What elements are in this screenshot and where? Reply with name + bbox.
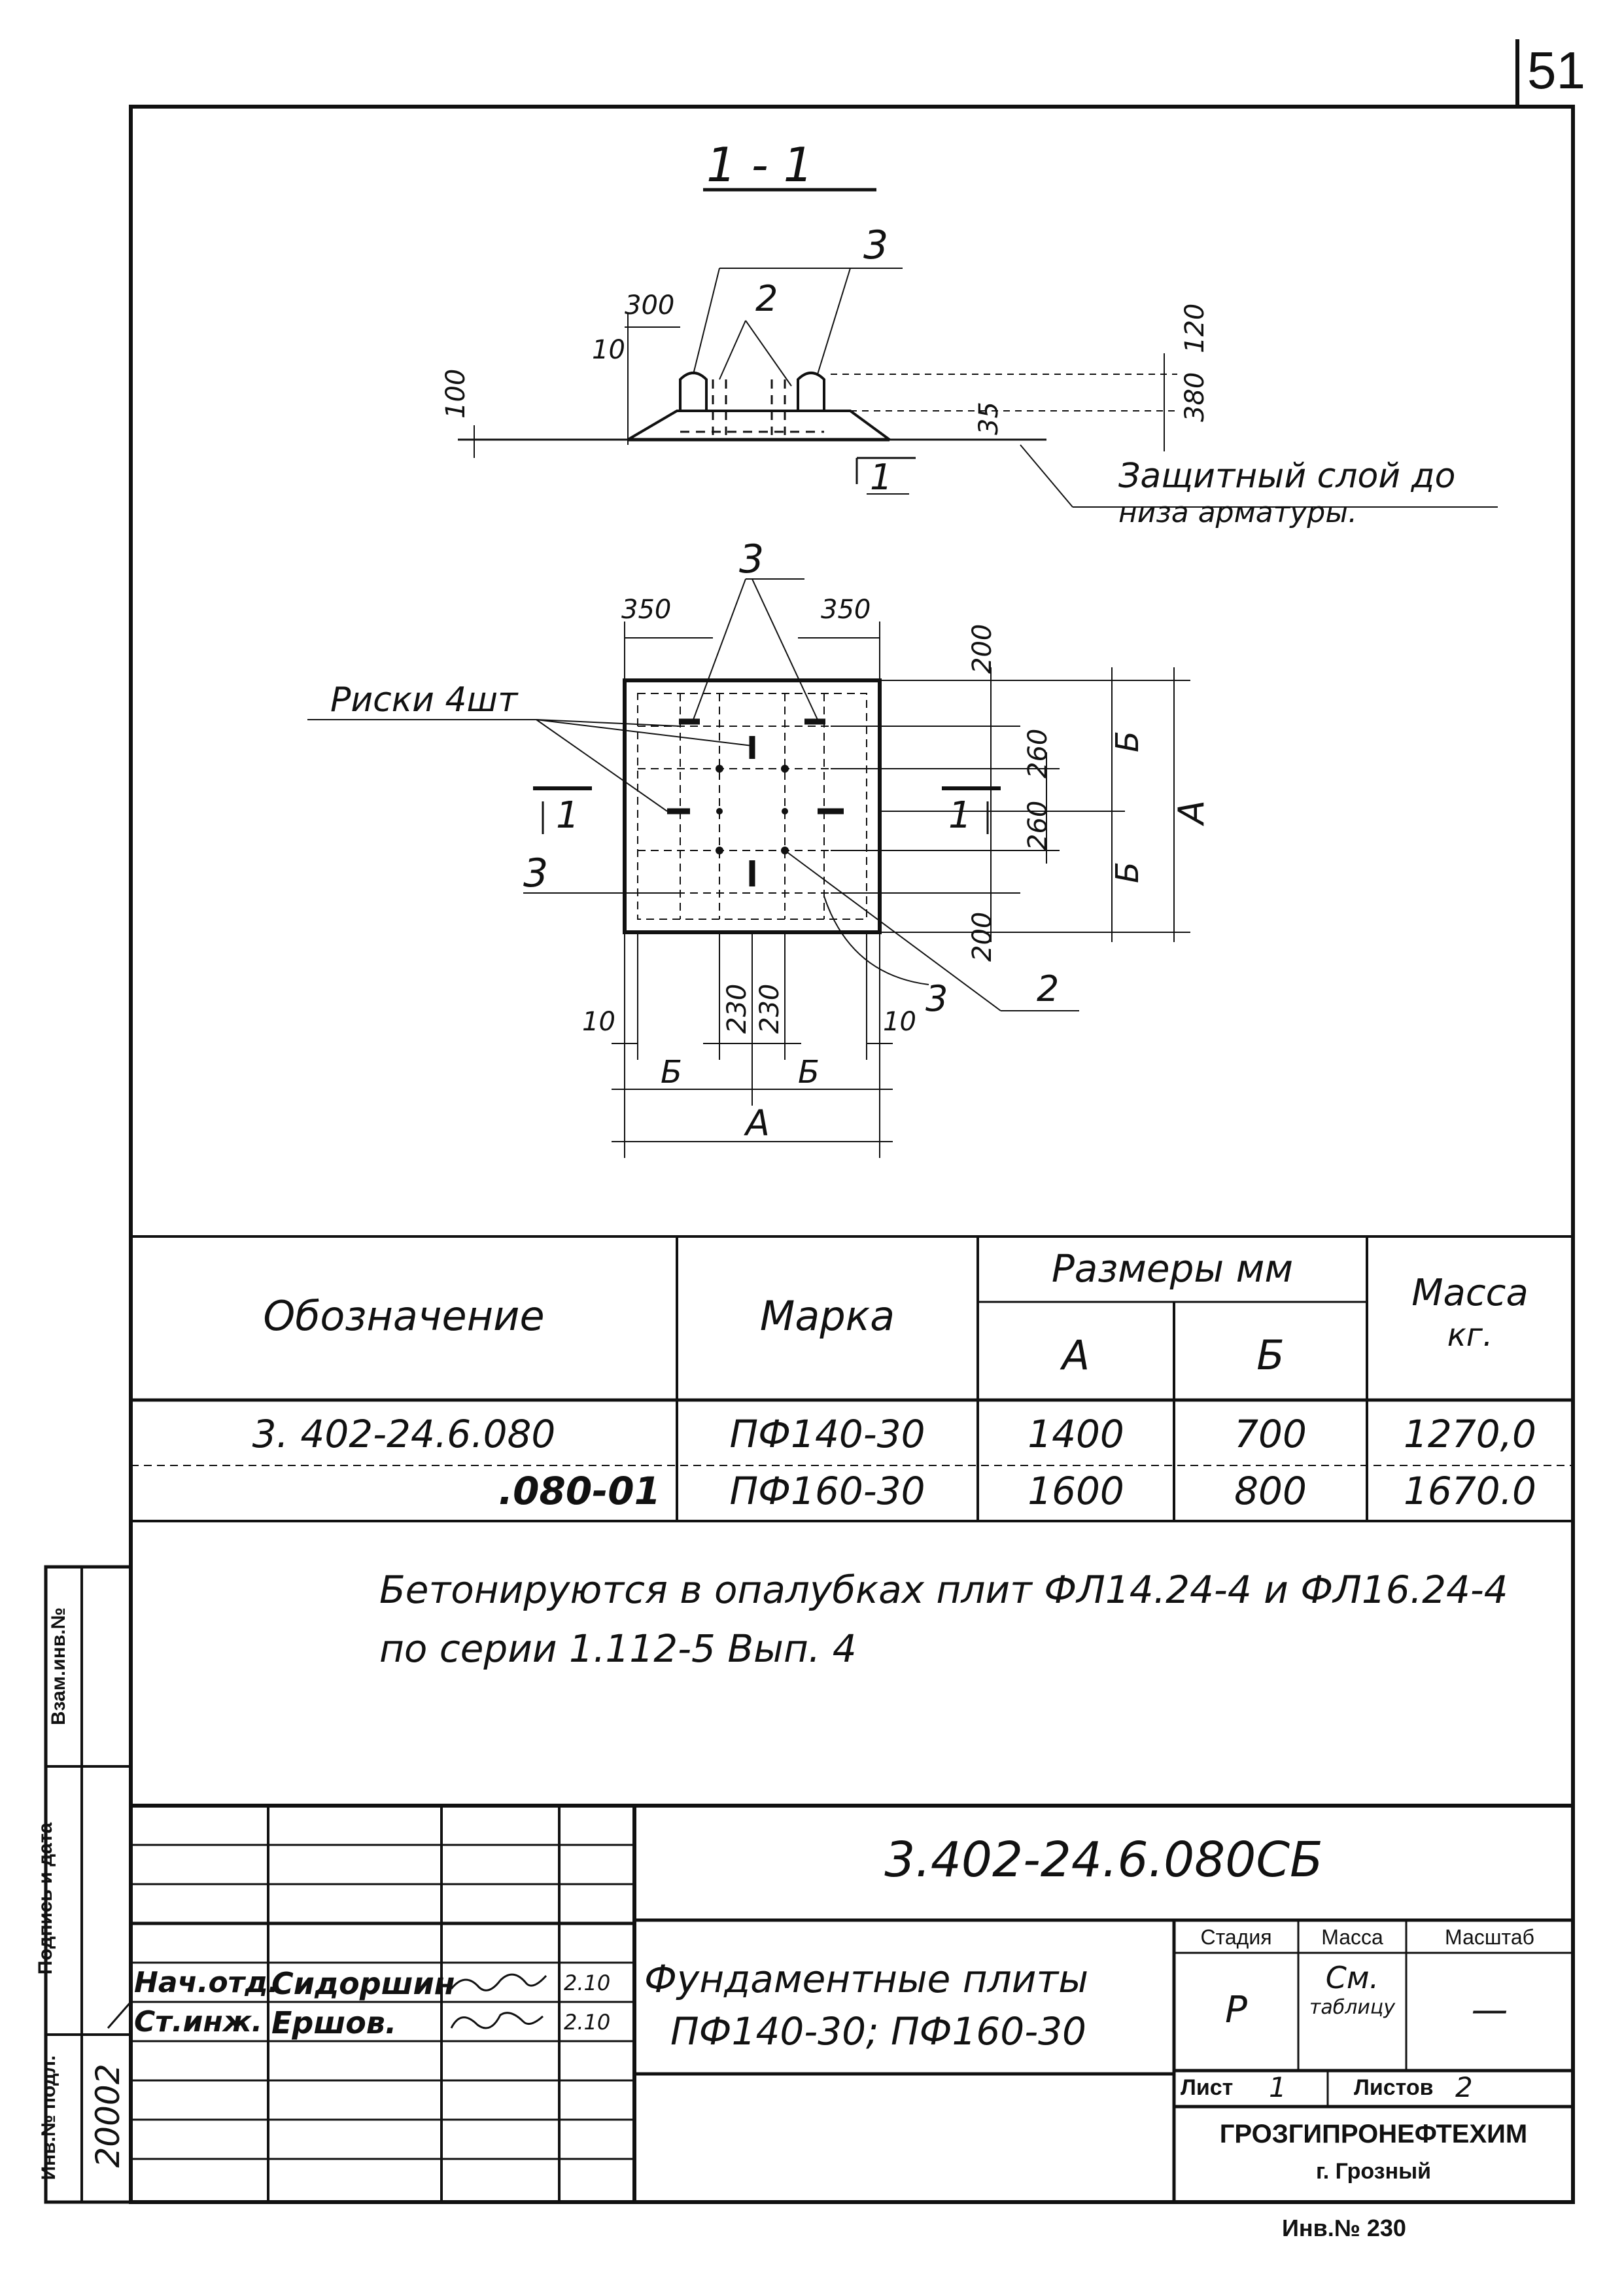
mark-3-bottom: 3 xyxy=(925,978,948,1019)
dim-200-top: 200 xyxy=(967,624,997,674)
inventory-number: Инв.№ 230 xyxy=(1282,2215,1406,2241)
signer-date-2: 2.10 xyxy=(564,2010,611,2035)
stage-label: Стадия xyxy=(1200,1925,1272,1949)
row2-b: 800 xyxy=(1234,1469,1307,1513)
dim-B-right-top: Б xyxy=(1109,731,1146,752)
mass-label: Масса xyxy=(1321,1925,1383,1949)
dim-10-left: 10 xyxy=(582,1007,615,1037)
note-line1: Бетонируются в опалубках плит ФЛ14.24-4 … xyxy=(379,1568,1508,1612)
doc-code: 3.402-24.6.080СБ xyxy=(884,1832,1323,1888)
mass-value: См. таблицу xyxy=(1298,1963,1406,2023)
signer-role-1: Нач.отд. xyxy=(134,1966,279,1999)
mark-2-section: 2 xyxy=(755,278,778,319)
cut-mark-left: 1 xyxy=(556,794,579,837)
protective-note-line1: Защитный слой до xyxy=(1118,457,1456,496)
header-mark: Марка xyxy=(759,1292,895,1340)
header-a: А xyxy=(1062,1331,1090,1379)
mass-value-line1: См. xyxy=(1325,1960,1379,1995)
mark-3-left: 3 xyxy=(523,850,548,896)
dim-A-bottom: А xyxy=(744,1102,770,1144)
signer-name-2: Ершов. xyxy=(271,2005,397,2041)
row1-b: 700 xyxy=(1234,1412,1307,1456)
dim-200-bottom: 200 xyxy=(967,912,997,962)
sheets-value: 2 xyxy=(1455,2071,1473,2103)
signer-role-2: Ст.инж. xyxy=(134,2005,263,2039)
row1-designation: 3. 402-24.6.080 xyxy=(252,1412,556,1456)
risks-label: Риски 4шт xyxy=(330,680,518,720)
page-number: 51 xyxy=(1527,41,1585,99)
dim-380: 380 xyxy=(1180,372,1210,422)
dim-B-bottom-left: Б xyxy=(661,1054,682,1091)
protective-note-line2: низа арматуры. xyxy=(1118,496,1358,529)
dim-260-top: 260 xyxy=(1023,729,1053,779)
sheet-frame xyxy=(129,105,1575,2204)
dim-120: 120 xyxy=(1180,304,1210,353)
side-label-podpis: Подпись и дата xyxy=(35,1822,56,1975)
scale-value: — xyxy=(1471,1989,1508,2031)
sheet-value: 1 xyxy=(1269,2071,1287,2103)
dim-B-right-bottom: Б xyxy=(1109,862,1146,883)
signer-name-1: Сидоршин xyxy=(271,1966,455,2001)
header-designation: Обозначение xyxy=(263,1292,545,1340)
header-dims: Размеры мм xyxy=(1051,1246,1294,1291)
table-row: 3. 402-24.6.080 ПФ140-30 1400 700 1270,0 xyxy=(131,1405,1573,1464)
protective-layer-note: Защитный слой до низа арматуры. xyxy=(1118,458,1455,531)
dim-B-bottom-right: Б xyxy=(798,1054,820,1091)
scale-label: Масштаб xyxy=(1445,1925,1534,1949)
row2-designation: .080-01 xyxy=(498,1469,661,1513)
row2-a: 1600 xyxy=(1028,1469,1124,1513)
mass-value-line2: таблицу xyxy=(1309,1996,1396,2019)
sheet-label: Лист xyxy=(1181,2075,1234,2100)
section-title: 1 - 1 xyxy=(706,137,814,192)
row1-mass: 1270,0 xyxy=(1404,1412,1536,1456)
side-label-inv-podl: Инв.№ подл. xyxy=(38,2055,60,2181)
side-label-vzam: Взам.инв.№ xyxy=(48,1607,69,1726)
dim-10-right: 10 xyxy=(883,1007,916,1037)
plan-outline xyxy=(623,678,882,934)
concreting-note: Бетонируются в опалубках плит ФЛ14.24-4 … xyxy=(379,1560,1508,1678)
mark-1-section: 1 xyxy=(870,457,892,498)
dim-300: 300 xyxy=(625,290,674,321)
row2-mark: ПФ160-30 xyxy=(729,1469,925,1513)
mark-3-plan: 3 xyxy=(739,536,764,582)
doc-title: Фундаментные плиты ПФ140-30; ПФ160-30 xyxy=(644,1953,1088,2058)
dim-350-right: 350 xyxy=(821,595,871,625)
dim-350-left: 350 xyxy=(621,595,671,625)
header-b: Б xyxy=(1256,1331,1285,1379)
org-name: ГРОЗГИПРОНЕФТЕХИМ xyxy=(1219,2120,1528,2148)
org-city: г. Грозный xyxy=(1315,2159,1432,2184)
sheets-label: Листов xyxy=(1354,2075,1434,2100)
row2-mass: 1670.0 xyxy=(1404,1469,1536,1513)
mark-3-section: 3 xyxy=(863,222,888,268)
doc-title-line2: ПФ140-30; ПФ160-30 xyxy=(670,2009,1086,2054)
dim-100: 100 xyxy=(441,369,471,419)
header-mass-label: Масса xyxy=(1411,1272,1529,1314)
header-mass: Масса кг. xyxy=(1367,1272,1573,1356)
dim-35: 35 xyxy=(974,402,1004,435)
note-line2: по серии 1.112-5 Вып. 4 xyxy=(379,1626,857,1671)
signer-date-1: 2.10 xyxy=(564,1971,611,1995)
table-row: .080-01 ПФ160-30 1600 800 1670.0 xyxy=(131,1465,1573,1521)
signature-scribbles xyxy=(450,1973,547,2029)
row1-a: 1400 xyxy=(1028,1412,1124,1456)
stage-value: Р xyxy=(1225,1989,1247,2031)
mark-2-bottom: 2 xyxy=(1037,968,1059,1009)
doc-title-line1: Фундаментные плиты xyxy=(644,1957,1089,2001)
row1-mark: ПФ140-30 xyxy=(729,1412,925,1456)
dim-230-left: 230 xyxy=(722,984,752,1034)
cut-mark-right: 1 xyxy=(948,794,972,837)
side-inv-value: 20002 xyxy=(89,2063,127,2168)
header-mass-unit: кг. xyxy=(1447,1317,1493,1354)
dim-A-right: А xyxy=(1171,800,1212,826)
dim-230-right: 230 xyxy=(755,984,785,1034)
dim-10: 10 xyxy=(592,335,625,365)
dim-260-bottom: 260 xyxy=(1023,801,1053,850)
